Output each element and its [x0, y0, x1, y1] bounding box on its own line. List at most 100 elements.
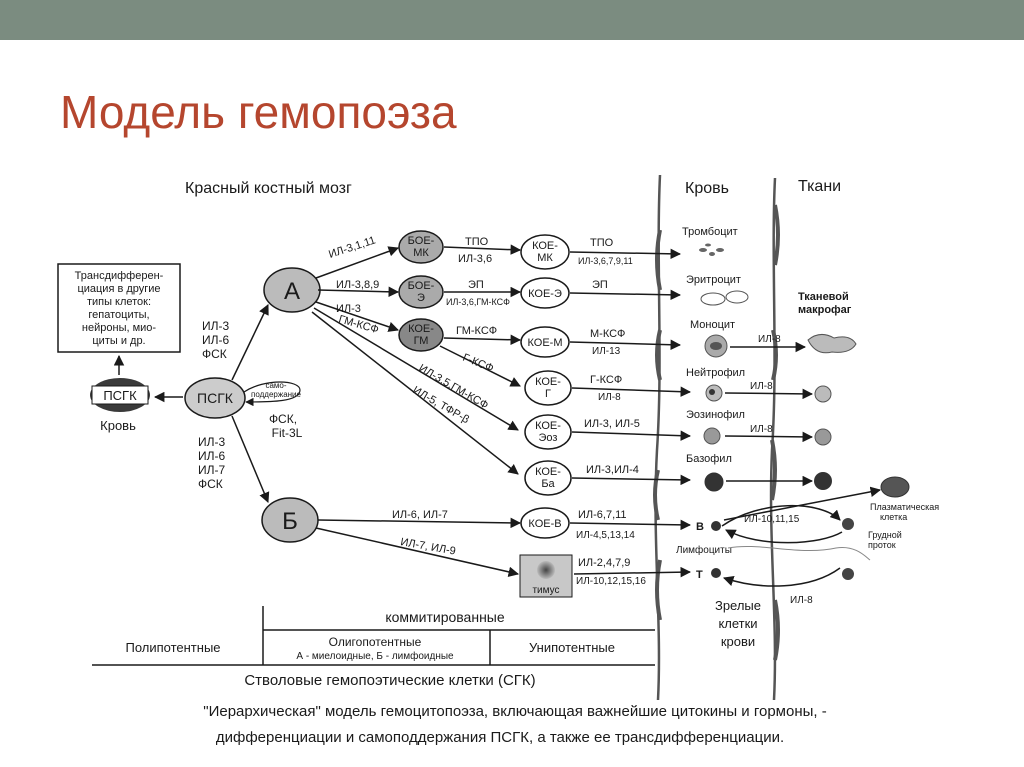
koe-group	[520, 234, 572, 539]
arrow-b-v	[317, 517, 522, 529]
platelet-label: Тромбоцит	[682, 226, 738, 238]
cytokine-label: М-КСФ	[590, 328, 625, 340]
mature-cells-label: крови	[721, 634, 755, 649]
koe-ba-label: Ба	[541, 478, 555, 490]
boe-e-label: БОЕ-	[408, 280, 435, 292]
transdiff-line: типы клеток:	[87, 296, 151, 308]
self-renewal-label: поддержание	[251, 390, 302, 399]
transdiff-line: Трансдифферен-	[75, 270, 164, 282]
koe-mk-label: МК	[537, 252, 553, 264]
psgk-main-label: ПСГК	[197, 390, 234, 406]
cytokine-label: ИЛ-6	[198, 449, 225, 463]
koe-mk-label: КОЕ-	[532, 240, 558, 252]
cell-images	[699, 243, 910, 580]
thymus-label: тимус	[532, 585, 559, 596]
boe-e-label: Э	[417, 292, 425, 304]
koe-eoz-label: Эоз	[539, 432, 558, 444]
plasma-cell-icon	[880, 476, 910, 498]
transdiff-line: гепатоциты,	[88, 309, 149, 321]
psgk-blood-label: ПСГК	[103, 388, 137, 403]
monocyte-label: Моноцит	[690, 319, 735, 331]
node-b-label: Б	[282, 508, 298, 535]
erythrocyte-icon	[700, 290, 749, 306]
self-renewal-arrow	[243, 381, 301, 407]
basophil-icon	[704, 472, 724, 492]
self-renewal-label: само-	[265, 381, 286, 390]
thoracic-duct	[727, 545, 871, 561]
cytokine-label: ФСК	[198, 477, 223, 491]
macrophage-label: макрофаг	[798, 304, 852, 316]
oligo-label: Олигопотентные	[329, 635, 422, 649]
basophil-tissue-icon	[814, 472, 832, 490]
thymus-box: тимус	[519, 554, 573, 598]
sgk-label: Стволовые гемопоэтические клетки (СГК)	[244, 672, 535, 689]
top-bar	[0, 0, 1024, 40]
cytokine-label: ИЛ-8	[790, 595, 813, 606]
arrows-to-koe	[439, 244, 522, 387]
psgk-blood-caption: Кровь	[100, 418, 136, 433]
duct-label: Грудной	[868, 530, 902, 540]
cytokine-label: ИЛ-8	[758, 334, 781, 345]
cytokine-label: ИЛ-7	[198, 463, 225, 477]
b-cell-label: В	[696, 521, 704, 533]
boe-e: БОЕ- Э	[398, 275, 444, 309]
arrows-to-tissue	[721, 341, 882, 587]
slide-title: Модель гемопоэза	[60, 86, 457, 138]
cytokine-label: ИЛ-3,6,ГМ-КСФ	[446, 297, 510, 307]
cytokine-label: ЭП	[468, 279, 484, 291]
boe-mk: БОЕ- МК	[398, 230, 444, 264]
cytokine-label: ИЛ-3	[198, 435, 225, 449]
macrophage-label: Тканевой	[798, 291, 849, 303]
boe-mk-label: БОЕ-	[408, 235, 435, 247]
eosinophil-icon	[703, 427, 721, 445]
node-a: А	[263, 267, 321, 313]
cytokine-label: ИЛ-4,5,13,14	[576, 530, 635, 541]
lymph-tissue-icon	[842, 518, 854, 580]
cytokine-label: Г-КСФ	[590, 374, 622, 386]
oligo-sub-label: А - миелоидные, Б - лимфоидные	[296, 650, 454, 662]
marrow-header: Красный костный мозг	[185, 180, 352, 197]
psgk-main: ПСГК	[184, 377, 246, 419]
cytokine-label: ИЛ-3	[202, 319, 229, 333]
koe-g-label: КОЕ-	[535, 376, 561, 388]
uni-label: Унипотентные	[529, 640, 615, 655]
b-cell-icon	[711, 521, 721, 531]
plasma-label: Плазматическая	[870, 502, 939, 512]
erythrocyte-label: Эритроцит	[686, 274, 741, 286]
neutrophil-label: Нейтрофил	[686, 367, 745, 379]
arrows-from-a	[311, 246, 519, 475]
macrophage-icon	[807, 334, 857, 354]
node-a-label: А	[284, 278, 300, 305]
arrow-b-t	[315, 527, 520, 578]
cytokine-label: ТПО	[465, 236, 489, 248]
cytokine-label: ИЛ-3,6	[458, 253, 492, 265]
t-cell-icon	[711, 568, 721, 578]
cytokine-label: ИЛ-3,ИЛ-4	[586, 464, 639, 476]
koe-g-label: Г	[545, 388, 551, 400]
psgk-blood: ПСГК Кровь	[90, 378, 150, 433]
koe-ba-label: КОЕ-	[535, 466, 561, 478]
neutrophil-tissue-icon	[814, 385, 832, 403]
cytokine-label: ИЛ-8	[750, 381, 773, 392]
t-cell-label: Т	[696, 569, 703, 581]
caption-line-1: "Иерархическая" модель гемоцитопоэза, вк…	[203, 703, 826, 720]
neutrophil-icon	[705, 384, 723, 402]
cytokine-label: ГМ-КСФ	[456, 325, 497, 337]
transdiff-line: нейроны, мио-	[82, 322, 156, 334]
fit-label: Fit-3L	[272, 426, 303, 440]
cytokine-label: ИЛ-13	[592, 346, 621, 357]
transdiff-box: Трансдифферен- циация в другие типы клет…	[57, 263, 181, 353]
caption-line-2: дифференциации и самоподдержания ПСГК, а…	[216, 729, 784, 746]
koe-gm-label: КОЕ-	[408, 323, 434, 335]
fsk-label: ФСК,	[269, 412, 297, 426]
plasma-label: клетка	[880, 512, 907, 522]
basophil-label: Базофил	[686, 453, 732, 465]
committed-label: коммитированные	[385, 609, 505, 625]
monocyte-icon	[704, 334, 728, 358]
duct-label: проток	[868, 540, 896, 550]
eosinophil-label: Эозинофил	[686, 409, 745, 421]
cytokine-label: ИЛ-3,6,7,9,11	[578, 256, 633, 266]
cytokine-label: ИЛ-10,11,15	[744, 514, 800, 525]
classification-table	[92, 606, 655, 666]
cytokine-label: ИЛ-3	[336, 303, 361, 315]
